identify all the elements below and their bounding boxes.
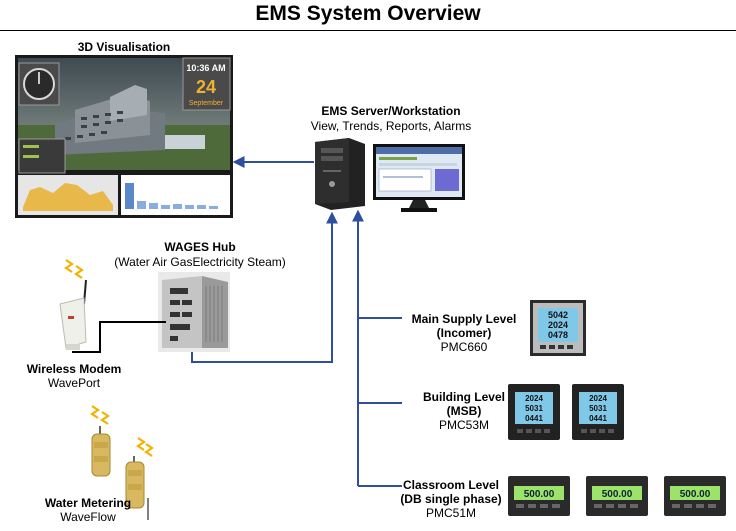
- clock-day: 24: [196, 77, 216, 97]
- pmc51m-readout: 500.00: [524, 489, 555, 500]
- hub-to-server-arrow: [191, 211, 338, 363]
- pmc53m-readout-2: 5031: [525, 404, 543, 413]
- visualisation-screen: 10:36 AM 24 September: [15, 55, 233, 218]
- server-title: EMS Server/Workstation: [321, 104, 461, 118]
- modem-title: Wireless Modem: [26, 362, 122, 376]
- building-level-model: PMC53M: [438, 418, 489, 432]
- pmc53m-readout-3: 0441: [589, 414, 607, 423]
- pmc660-readout-3: 0478: [548, 330, 568, 340]
- wireless-wave-icon: [90, 405, 154, 457]
- modem-model: WavePort: [47, 376, 101, 390]
- pmc51m-readout: 500.00: [680, 489, 711, 500]
- pmc53m-meter: 2024 5031 0441: [508, 384, 560, 440]
- building-level-title: Building Level: [422, 390, 505, 404]
- title-underline: [0, 30, 736, 31]
- clock-month: September: [189, 100, 224, 107]
- server-monitor: [373, 144, 465, 212]
- hub-subtitle: (Water Air GasElectricity Steam): [114, 255, 286, 269]
- clock-time: 10:36 AM: [186, 63, 225, 73]
- pmc660-readout-2: 2024: [548, 320, 568, 330]
- water-model: WaveFlow: [60, 510, 116, 524]
- building-level-subtitle: (MSB): [446, 404, 482, 418]
- main-supply-model: PMC660: [440, 340, 488, 354]
- main-supply-title: Main Supply Level: [411, 312, 517, 326]
- classroom-level-subtitle: (DB single phase): [400, 492, 502, 506]
- water-title: Water Metering: [44, 496, 132, 510]
- visualisation-label: 3D Visualisation: [77, 40, 171, 54]
- pmc53m-readout-1: 2024: [525, 394, 543, 403]
- pmc51m-readout: 500.00: [602, 489, 633, 500]
- diagram-title: EMS System Overview: [255, 2, 481, 25]
- classroom-level-model: PMC51M: [425, 506, 476, 520]
- modem-device: [58, 258, 98, 354]
- classroom-level-title: Classroom Level: [402, 478, 500, 492]
- pmc53m-readout-2: 5031: [589, 404, 607, 413]
- pmc660-readout-1: 5042: [548, 310, 568, 320]
- main-supply-subtitle: (Incomer): [436, 326, 492, 340]
- wireless-wave-icon: [64, 259, 84, 279]
- pmc53m-readout-3: 0441: [525, 414, 543, 423]
- pmc51m-meter: 500.00: [586, 476, 648, 516]
- server-subtitle: View, Trends, Reports, Alarms: [310, 119, 472, 133]
- hub-title: WAGES Hub: [164, 240, 236, 254]
- pmc660-meter: 5042 2024 0478: [530, 300, 586, 356]
- server-tower: [315, 136, 365, 210]
- pmc53m-meter: 2024 5031 0441: [572, 384, 624, 440]
- modem-to-hub-cable: [72, 321, 166, 353]
- pmc53m-readout-1: 2024: [589, 394, 607, 403]
- water-meter-devices: [80, 404, 162, 522]
- hub-device: [158, 272, 230, 352]
- pmc51m-meter: 500.00: [508, 476, 570, 516]
- pmc51m-meter: 500.00: [664, 476, 726, 516]
